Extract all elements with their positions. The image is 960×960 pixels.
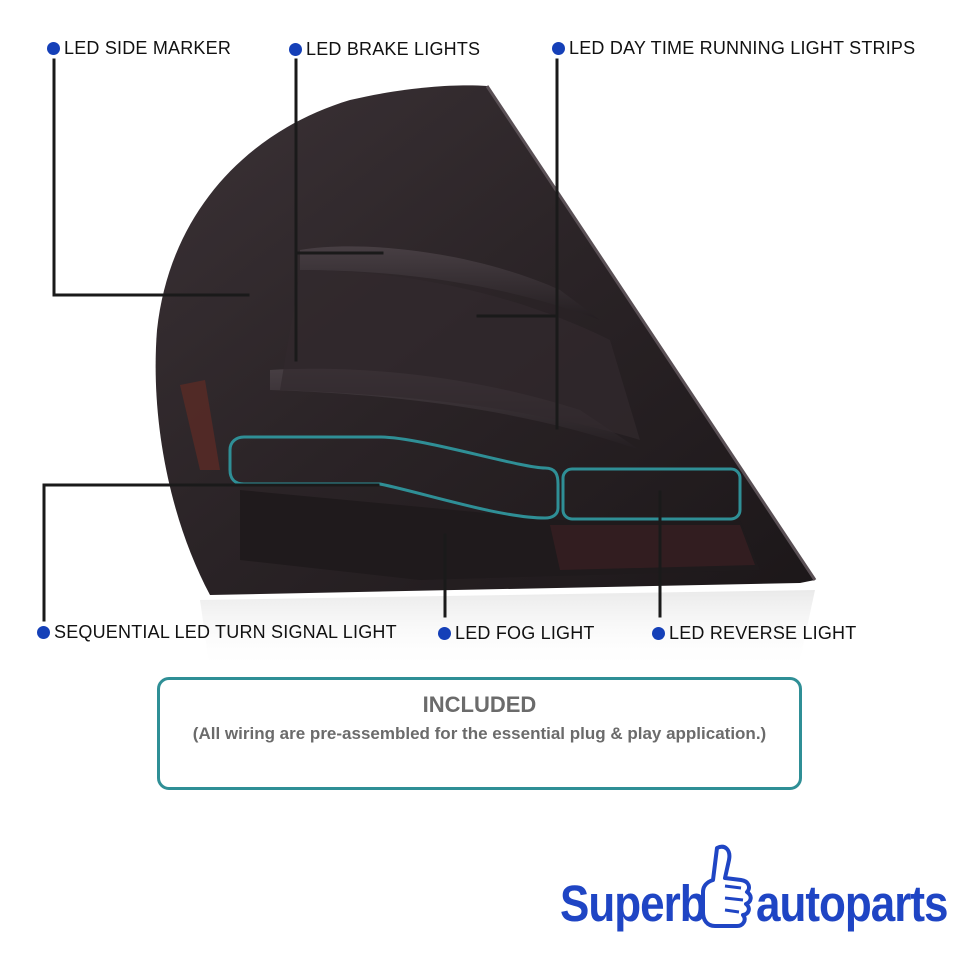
bullet-icon	[652, 627, 665, 640]
turn-signal-frame	[228, 435, 560, 520]
leader-turn	[42, 483, 380, 622]
bullet-icon	[438, 627, 451, 640]
callout-brake: LED BRAKE LIGHTS	[289, 39, 480, 60]
bullet-icon	[37, 626, 50, 639]
callout-fog: LED FOG LIGHT	[438, 623, 595, 644]
callout-drl: LED DAY TIME RUNNING LIGHT STRIPS	[552, 38, 915, 59]
side-marker-amber	[180, 380, 220, 470]
callout-reverse: LED REVERSE LIGHT	[652, 623, 856, 644]
logo-right-word: autoparts	[756, 876, 948, 933]
callout-brake-text: LED BRAKE LIGHTS	[306, 39, 481, 59]
reverse-frame	[561, 467, 742, 521]
included-panel: INCLUDED (All wiring are pre-assembled f…	[157, 677, 802, 790]
bullet-icon	[47, 42, 60, 55]
included-note: (All wiring are pre-assembled for the es…	[192, 724, 767, 743]
bullet-icon	[289, 43, 302, 56]
callout-side-marker-text: LED SIDE MARKER	[64, 38, 232, 58]
callout-drl-text: LED DAY TIME RUNNING LIGHT STRIPS	[569, 38, 916, 58]
callout-turn: SEQUENTIAL LED TURN SIGNAL LIGHT	[37, 622, 397, 643]
callout-side-marker: LED SIDE MARKER	[47, 38, 231, 59]
upper-lens	[280, 270, 640, 440]
thumbs-up-icon	[701, 844, 753, 928]
callout-fog-text: LED FOG LIGHT	[455, 623, 595, 643]
included-title: INCLUDED	[422, 692, 537, 717]
bullet-icon	[552, 42, 565, 55]
callout-turn-text: SEQUENTIAL LED TURN SIGNAL LIGHT	[54, 622, 397, 642]
callout-reverse-text: LED REVERSE LIGHT	[669, 623, 857, 643]
brake-strip-upper	[300, 246, 600, 320]
leader-side-marker	[52, 58, 250, 297]
reverse-tint	[550, 525, 755, 570]
logo-left-word: Superb	[560, 876, 707, 933]
brand-logo: Superb autoparts	[560, 840, 948, 940]
